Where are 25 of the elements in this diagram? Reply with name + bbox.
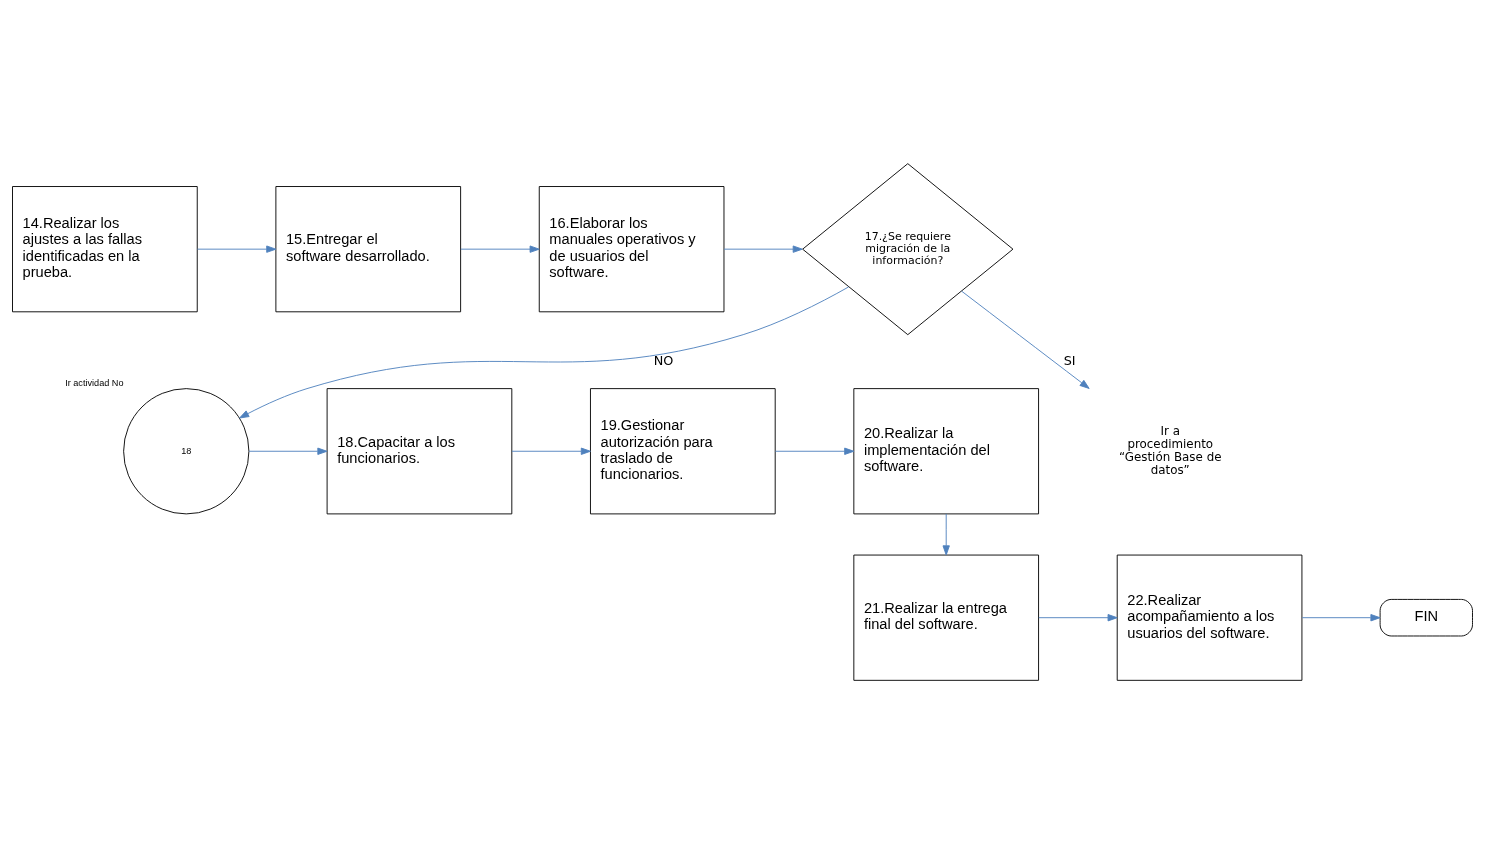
node-box: 21.Realizar la entrega final del software. (853, 554, 1039, 681)
arrow (1301, 614, 1381, 622)
node-box: 20.Realizar la implementación del software. (853, 388, 1039, 515)
node-box: 18.Capacitar a los funcionarios. (326, 388, 513, 515)
edge-label: SI (1063, 353, 1076, 369)
node-box: 19.Gestionar autorización para traslado de funcionarios. (590, 388, 776, 515)
arrow (942, 513, 950, 556)
arrow (511, 447, 591, 455)
arrow (248, 447, 328, 455)
node-text: Ir a procedimiento “Gestión Base de datos” (1119, 424, 1222, 477)
node-diamond: 17.¿Se requiere migración de la información? (802, 163, 1014, 336)
arrow (239, 286, 850, 419)
arrow (774, 447, 855, 455)
node-box: 14.Realizar los ajustes a las fallas identificadas en la prueba. (12, 186, 198, 313)
arrow (197, 245, 277, 253)
arrow (460, 245, 540, 253)
node-box: 16.Elaborar los manuales operativos y de usuarios del software. (538, 186, 725, 313)
arrow (723, 245, 803, 253)
node-box: FIN (1379, 598, 1473, 637)
node-box: 15.Entregar el software desarrollado. (275, 186, 462, 313)
arrow (961, 290, 1090, 389)
node-box: 22.Realizar acompañamiento a los usuarios del software. (1116, 554, 1303, 681)
arrow (1038, 614, 1118, 622)
edge-label: NO (653, 353, 674, 369)
node-label: Ir actividad No (65, 377, 124, 388)
